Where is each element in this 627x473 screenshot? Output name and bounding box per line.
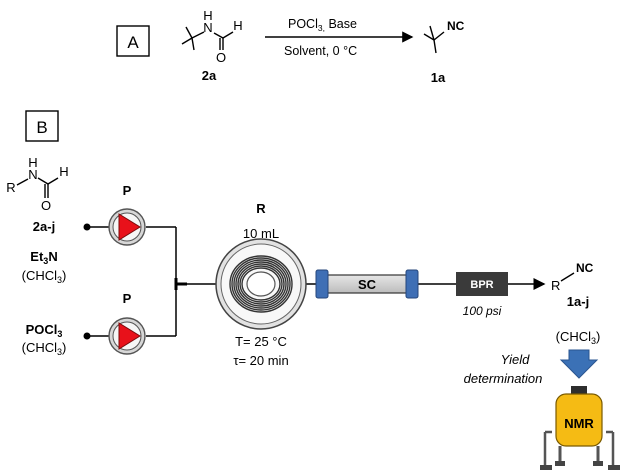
reactor-label: R xyxy=(256,201,266,216)
nmr-instrument-icon xyxy=(540,386,620,470)
panel-b-label: B xyxy=(36,118,47,137)
solvent-top: (CHCl3) xyxy=(22,268,67,285)
pump-top-icon xyxy=(108,208,146,246)
product-1a-label: 1a xyxy=(431,70,446,85)
reagent-pocl3: POCl3 xyxy=(26,322,63,339)
scavenger-column xyxy=(315,269,419,299)
panel-a-label-box xyxy=(116,25,150,57)
product-r-group: R xyxy=(551,278,560,293)
reactant-2a-n-atom: N xyxy=(203,20,212,35)
product-nc-group: NC xyxy=(576,261,594,275)
formamide-n-atom: N xyxy=(28,167,37,182)
t-mixer xyxy=(174,278,187,290)
conditions-solvent-temperature: Solvent, 0 °C xyxy=(284,44,357,58)
bpr-pressure: 100 psi xyxy=(463,304,502,318)
inlet-dot-bottom xyxy=(83,332,91,340)
panel-a: A N H O H 2a POCl3, Base Solvent, 0 °C N… xyxy=(116,8,465,85)
formamide-label: 2a-j xyxy=(33,219,55,234)
reactant-2a-h-atom: H xyxy=(203,8,212,23)
formamide-formyl-h-atom: H xyxy=(59,164,68,179)
bpr-box xyxy=(456,272,508,296)
pump-bottom-icon xyxy=(108,317,146,355)
reactant-2a-o-atom: O xyxy=(216,50,226,65)
reactor-coil-icon xyxy=(215,238,307,330)
base-et3n: Et3N xyxy=(30,249,57,266)
yield-label-line1: Yield xyxy=(501,352,530,367)
scavenger-label: SC xyxy=(358,277,377,292)
formamide-o-atom: O xyxy=(41,198,51,213)
formamide-h-atom: H xyxy=(28,155,37,170)
product-1a-nc-group: NC xyxy=(447,19,465,33)
product-bond xyxy=(560,272,575,282)
formamide-2aj-structure xyxy=(16,177,59,198)
panel-b: B R N H O H 2a-j Et3N (CHCl3) POCl3 (CHC… xyxy=(6,110,620,470)
reactor-volume: 10 mL xyxy=(243,226,279,241)
nmr-down-arrow-icon xyxy=(559,349,599,379)
reactant-2a-structure xyxy=(181,26,234,51)
pump-bottom-label: P xyxy=(123,291,132,306)
panel-b-label-box xyxy=(25,110,59,142)
pump-top-label: P xyxy=(123,183,132,198)
product-1a-structure xyxy=(423,25,445,54)
bpr-label: BPR xyxy=(470,279,493,291)
product-label: 1a-j xyxy=(567,294,589,309)
reactant-2a-label: 2a xyxy=(202,68,217,83)
product-solvent: (CHCl3) xyxy=(556,329,601,346)
panel-a-label: A xyxy=(127,33,139,52)
reactant-2a-formyl-h-atom: H xyxy=(233,18,242,33)
reactor-residence-time: τ= 20 min xyxy=(233,353,288,368)
conditions-reagent: POCl3, Base xyxy=(288,17,357,33)
solvent-bottom: (CHCl3) xyxy=(22,340,67,357)
nmr-label: NMR xyxy=(564,416,594,431)
formamide-r-group: R xyxy=(6,180,15,195)
yield-label-line2: determination xyxy=(464,371,543,386)
reactor-temperature: T= 25 °C xyxy=(235,334,287,349)
inlet-dot-top xyxy=(83,223,91,231)
